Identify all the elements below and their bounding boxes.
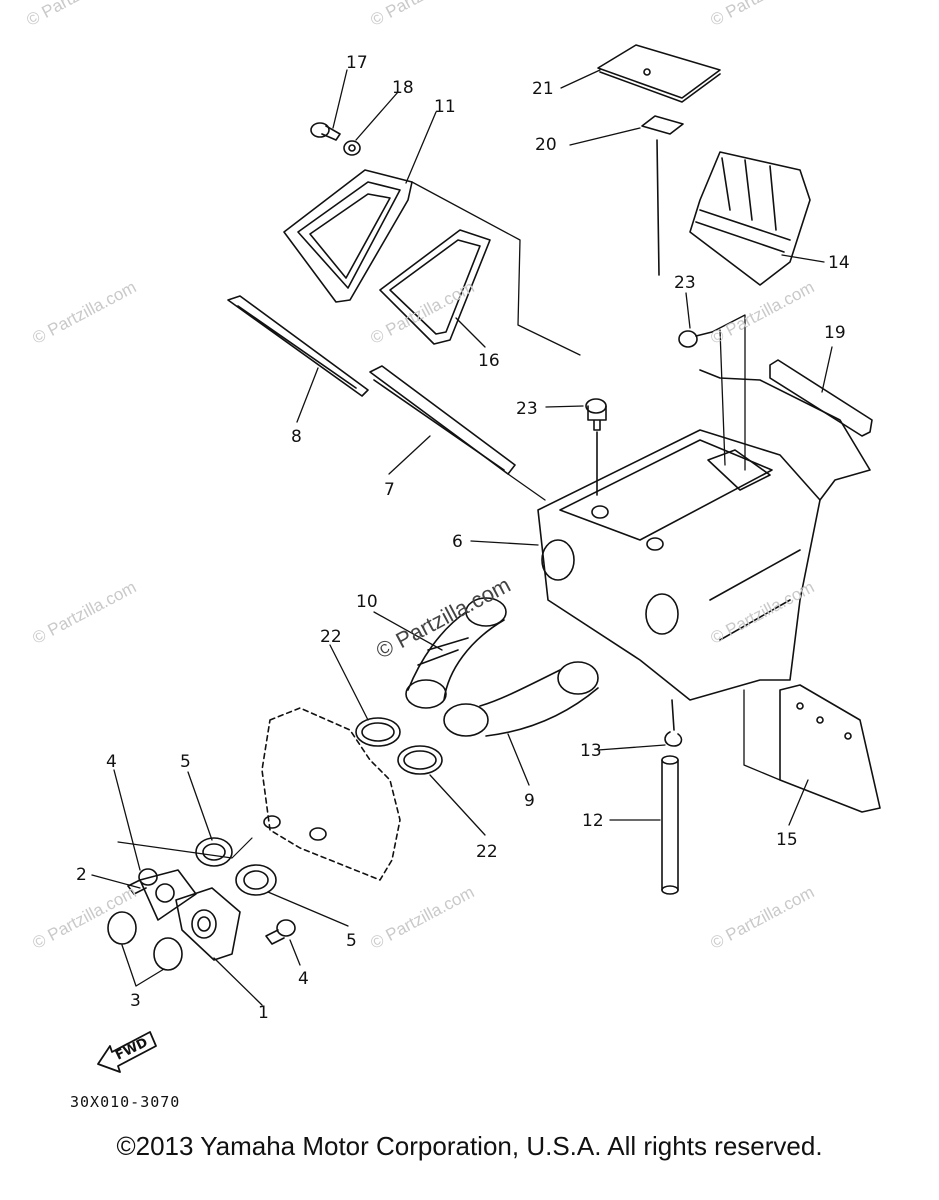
callout-15: 15 bbox=[776, 830, 798, 850]
callout-5-lower: 5 bbox=[346, 931, 357, 951]
part-6-air-box bbox=[537, 369, 871, 701]
part-4-bolt-lower bbox=[265, 919, 296, 945]
part-7-filter bbox=[369, 365, 516, 475]
callout-13: 13 bbox=[580, 741, 602, 761]
callout-20: 20 bbox=[535, 135, 557, 155]
part-15-plate bbox=[779, 684, 881, 813]
callout-2: 2 bbox=[76, 865, 87, 885]
part-20-pad bbox=[641, 115, 684, 135]
part-18-washer bbox=[343, 140, 361, 156]
fwd-arrow-icon bbox=[97, 1031, 157, 1073]
callout-6: 6 bbox=[452, 532, 463, 552]
callout-4-upper: 4 bbox=[106, 752, 117, 772]
part-4-bolt-upper bbox=[127, 868, 158, 895]
callout-9: 9 bbox=[524, 791, 535, 811]
part-19-sponge bbox=[769, 359, 873, 437]
callout-23-lower: 23 bbox=[516, 399, 538, 419]
part-13-clip bbox=[664, 731, 683, 747]
diagram-code: 30X010-3070 bbox=[70, 1093, 181, 1111]
callout-5-upper: 5 bbox=[180, 752, 191, 772]
callout-4-lower: 4 bbox=[298, 969, 309, 989]
part-21-cover bbox=[597, 44, 721, 103]
part-11-case-cover bbox=[283, 169, 413, 303]
part-23-bolt-lower bbox=[585, 398, 607, 431]
callout-1: 1 bbox=[258, 1003, 269, 1023]
callout-22-upper: 22 bbox=[320, 627, 342, 647]
callout-23-upper: 23 bbox=[674, 273, 696, 293]
part-17-screw bbox=[310, 122, 341, 141]
callout-11: 11 bbox=[434, 97, 456, 117]
callout-19: 19 bbox=[824, 323, 846, 343]
callout-12: 12 bbox=[582, 811, 604, 831]
callout-22-lower: 22 bbox=[476, 842, 498, 862]
callout-8: 8 bbox=[291, 427, 302, 447]
callout-14: 14 bbox=[828, 253, 850, 273]
callout-21: 21 bbox=[532, 79, 554, 99]
part-16-seal bbox=[379, 229, 491, 345]
part-14-duct bbox=[689, 151, 811, 286]
callout-16: 16 bbox=[478, 351, 500, 371]
part-10-hose bbox=[405, 597, 507, 709]
callout-10: 10 bbox=[356, 592, 378, 612]
callout-3: 3 bbox=[130, 991, 141, 1011]
callout-7: 7 bbox=[384, 480, 395, 500]
part-9-hose bbox=[443, 661, 599, 737]
copyright-notice: ©2013 Yamaha Motor Corporation, U.S.A. A… bbox=[116, 1131, 823, 1161]
carburetor-outline bbox=[261, 707, 401, 881]
part-22-clamp-lower bbox=[397, 745, 443, 775]
part-5-clamp-lower bbox=[235, 864, 277, 896]
part-2-joint bbox=[139, 869, 197, 921]
part-23-bolt-upper bbox=[678, 330, 713, 348]
callout-17: 17 bbox=[346, 53, 368, 73]
part-3-o-rings bbox=[107, 911, 183, 971]
callout-18: 18 bbox=[392, 78, 414, 98]
part-1-joint bbox=[175, 887, 241, 961]
part-12-tube bbox=[661, 755, 679, 895]
part-5-clamp-upper bbox=[195, 837, 233, 867]
part-22-clamp-upper bbox=[355, 717, 401, 747]
part-8-element bbox=[227, 295, 369, 397]
